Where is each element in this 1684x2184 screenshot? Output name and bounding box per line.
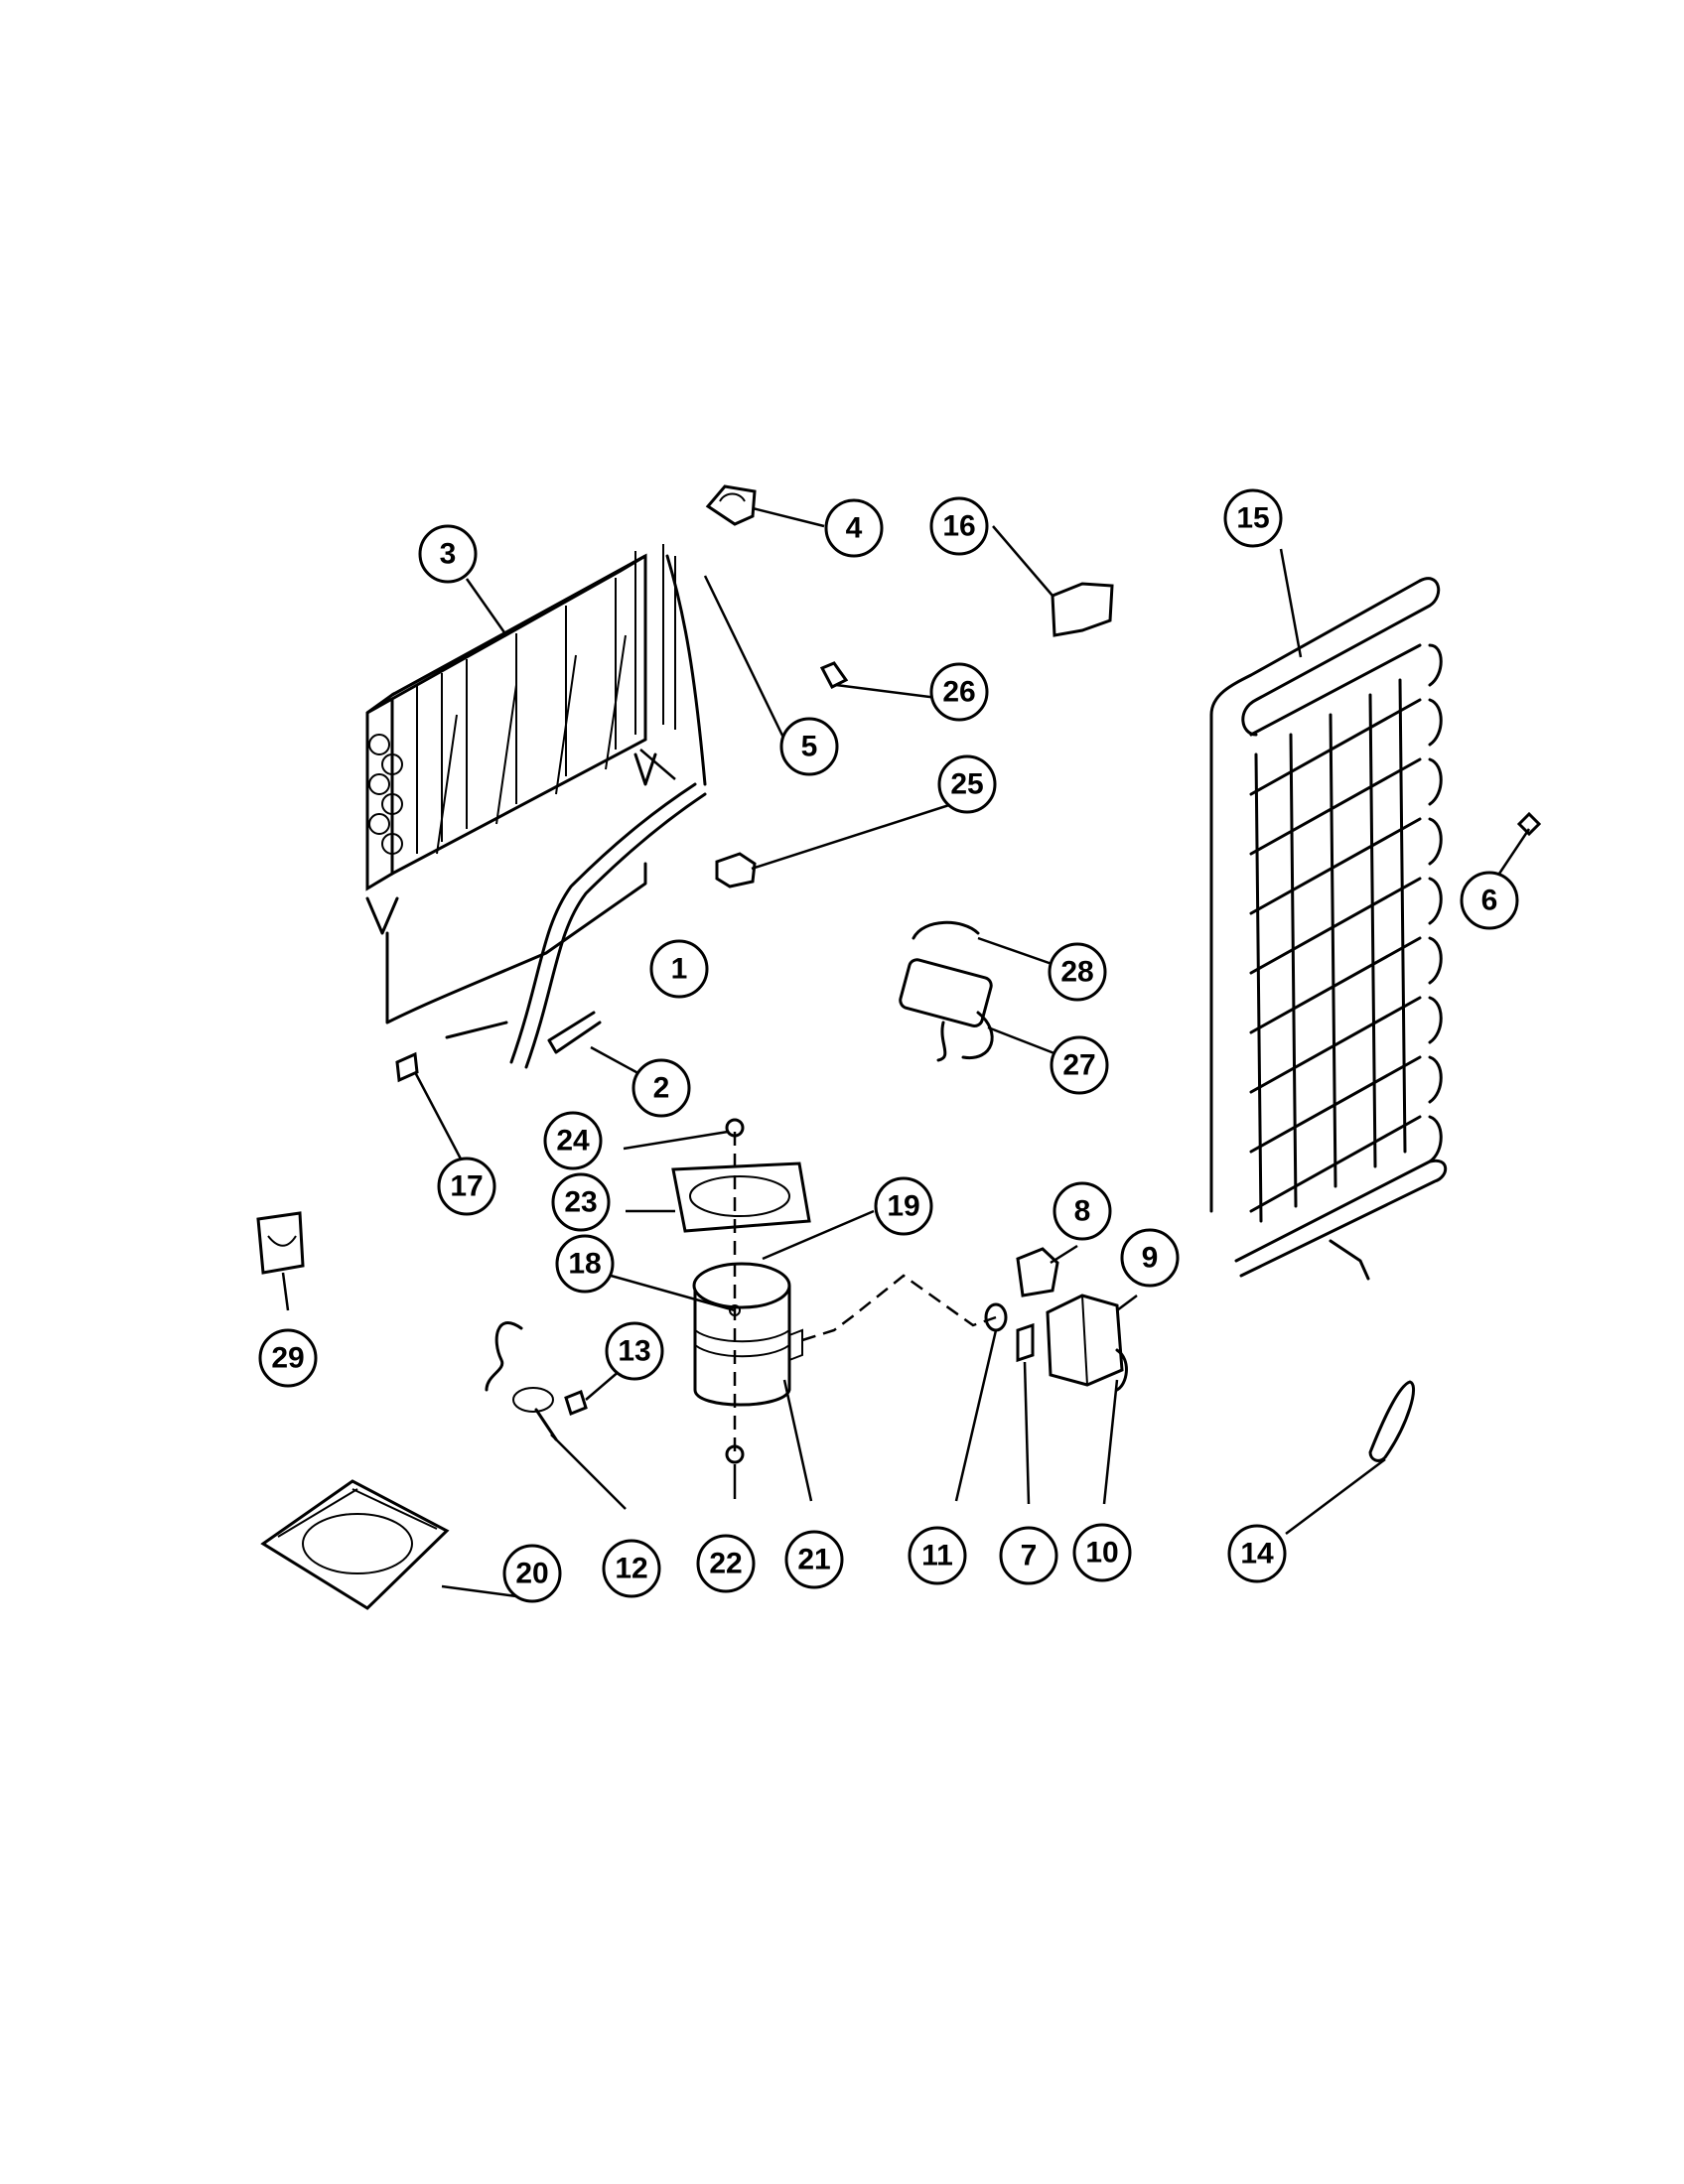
callout-29: 29: [258, 1328, 318, 1388]
callout-27: 27: [1050, 1035, 1109, 1095]
terminal-part: [564, 1390, 588, 1416]
compressor-mount-part: [671, 1161, 811, 1233]
callout-label: 18: [568, 1248, 601, 1281]
callout-label: 8: [1074, 1195, 1091, 1228]
callout-label: 19: [887, 1190, 919, 1223]
callout-22: 22: [696, 1534, 756, 1593]
callout-16: 16: [929, 496, 989, 556]
callout-label: 2: [653, 1072, 670, 1105]
callout-12: 12: [602, 1539, 661, 1598]
callout-label: 23: [564, 1186, 597, 1219]
callout-label: 16: [942, 510, 975, 543]
callout-label: 21: [797, 1544, 830, 1576]
callout-17: 17: [437, 1157, 496, 1216]
callout-1: 1: [649, 939, 709, 999]
callout-label: 4: [846, 512, 863, 545]
callout-5: 5: [779, 717, 839, 776]
callout-24: 24: [543, 1111, 603, 1170]
callout-25: 25: [937, 754, 997, 814]
callout-23: 23: [551, 1172, 611, 1232]
relay-part: [1016, 1247, 1059, 1297]
overload-cover-part: [1046, 1294, 1124, 1387]
callout-4: 4: [824, 498, 884, 558]
callout-14: 14: [1227, 1524, 1287, 1583]
tube-part: [665, 554, 707, 786]
callout-19: 19: [874, 1176, 933, 1236]
callout-11: 11: [908, 1526, 967, 1585]
callout-6: 6: [1460, 871, 1519, 930]
callout-label: 22: [709, 1548, 742, 1580]
callout-label: 24: [556, 1125, 590, 1158]
callout-label: 15: [1236, 502, 1269, 535]
callout-label: 12: [615, 1553, 647, 1585]
callout-26: 26: [929, 662, 989, 722]
wiring-harness-part: [485, 1321, 558, 1441]
callout-2: 2: [632, 1058, 691, 1118]
drain-tube-part: [365, 752, 707, 1069]
callout-9: 9: [1120, 1228, 1180, 1288]
callout-label: 7: [1021, 1540, 1038, 1572]
condenser-coil-part: [1209, 577, 1448, 1281]
callout-7: 7: [999, 1526, 1058, 1585]
callout-28: 28: [1048, 942, 1107, 1002]
callout-label: 28: [1060, 956, 1093, 989]
callout-label: 13: [618, 1335, 650, 1368]
callout-label: 17: [450, 1170, 483, 1203]
callout-18: 18: [555, 1234, 615, 1294]
clip-part: [705, 484, 757, 526]
callout-label: 6: [1481, 885, 1498, 917]
clip-7-part: [1016, 1322, 1035, 1363]
callout-10: 10: [1072, 1523, 1132, 1582]
callout-label: 25: [950, 768, 983, 801]
callout-label: 27: [1062, 1049, 1095, 1082]
callout-20: 20: [502, 1544, 562, 1603]
callout-13: 13: [605, 1321, 664, 1381]
callout-label: 11: [921, 1540, 953, 1572]
bracket-part: [1051, 582, 1114, 637]
wire-part: [1115, 1348, 1128, 1392]
callout-label: 29: [271, 1342, 304, 1375]
drier-part: [1368, 1380, 1415, 1462]
capacitor-part: [899, 920, 994, 1062]
fitting-part: [1516, 811, 1542, 837]
mounting-bracket-part: [256, 1211, 305, 1275]
connector-part: [715, 852, 757, 888]
small-clip-part: [819, 661, 849, 689]
callout-label: 5: [801, 731, 818, 763]
callout-label: 9: [1142, 1242, 1159, 1275]
callout-8: 8: [1052, 1181, 1112, 1241]
evaporator-coil-part: [365, 544, 676, 891]
callout-21: 21: [784, 1530, 844, 1589]
small-clip-17-part: [395, 1051, 419, 1083]
callout-15: 15: [1223, 488, 1283, 548]
callout-label: 14: [1240, 1538, 1274, 1570]
callout-label: 20: [515, 1558, 548, 1590]
callout-3: 3: [418, 524, 478, 584]
callout-label: 26: [942, 676, 975, 709]
callout-label: 1: [671, 953, 688, 986]
small-tube-part: [547, 1011, 602, 1054]
callout-label: 3: [440, 538, 457, 571]
callout-label: 10: [1085, 1537, 1118, 1570]
base-plate-part: [260, 1479, 450, 1610]
